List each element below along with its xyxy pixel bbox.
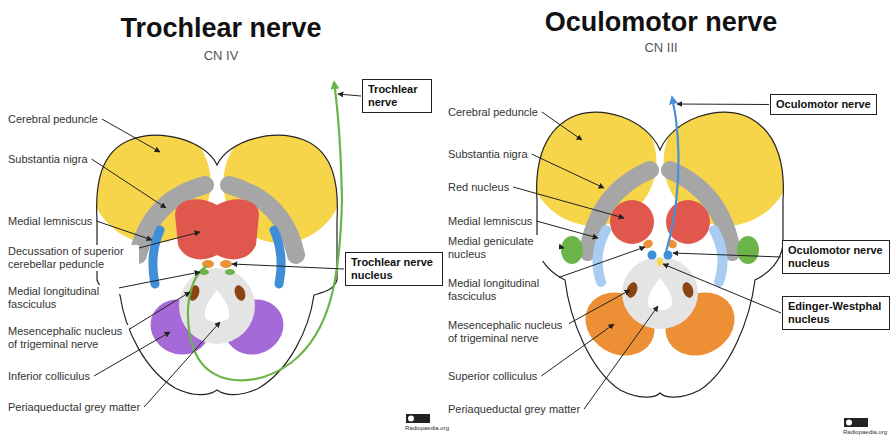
panel-title: Oculomotor nerve <box>530 6 792 38</box>
callout-box: Edinger-Westphal nucleus <box>782 296 890 330</box>
leader-line <box>92 159 167 208</box>
callout-box: Oculomotor nerve nucleus <box>782 240 890 274</box>
trochlear-nerve-course <box>188 82 342 380</box>
leader-line <box>532 154 605 188</box>
panel-subtitle: CN III <box>610 40 712 56</box>
trochlear-nucleus <box>220 260 232 268</box>
medial-lemniscus <box>274 230 281 284</box>
structure-label: Medial lemniscus <box>7 215 93 228</box>
structure-label: Medial longitudinal fasciculus <box>447 277 559 303</box>
medial-geniculate-nucleus <box>561 236 583 264</box>
medial-lemniscus <box>714 230 723 282</box>
structure-label: Cerebral peduncle <box>7 113 99 126</box>
licence-badge <box>408 416 414 422</box>
structure-label: Decussation of superior cerebellar pedun… <box>7 245 139 271</box>
superior-cerebellar-decussation <box>175 199 259 259</box>
licence-badge <box>406 414 430 423</box>
callout-text: Oculomotor nerve nucleus <box>788 244 884 270</box>
callout-text: Trochlear nerve <box>368 83 426 109</box>
periaqueductal-grey <box>622 257 698 329</box>
structure-label: Cerebral peduncle <box>447 106 539 119</box>
callout-text: Oculomotor nerve <box>776 98 871 111</box>
structure-label: Mesencephalic nucleus of trigeminal nerv… <box>447 319 569 345</box>
structure-label: Red nucleus <box>447 181 510 194</box>
midbrain-outline <box>537 112 784 397</box>
leader-line <box>232 264 344 269</box>
medial-lemniscus <box>597 230 606 282</box>
callout-box: Oculomotor nerve <box>770 94 877 115</box>
cerebral-aqueduct <box>648 278 672 310</box>
panel-subtitle: CN IV <box>170 48 272 64</box>
leader-line <box>673 253 781 257</box>
callout-box: Trochlear nerve <box>362 79 432 113</box>
medial-longitudinal-fasciculus <box>642 238 655 250</box>
structure-label: Periaqueductal grey matter <box>7 401 141 414</box>
mesencephalic-nucleus <box>233 284 248 302</box>
medial-lemniscus <box>153 230 160 284</box>
leader-line <box>102 119 160 152</box>
structure-label: Medial geniculate nucleus <box>447 235 559 261</box>
structure-label: Inferior colliculus <box>7 370 91 383</box>
leader-line <box>566 290 630 325</box>
mesencephalic-nucleus <box>681 281 696 299</box>
red-nucleus <box>610 200 654 244</box>
oculomotor-nucleus <box>648 251 657 260</box>
licence-badge <box>844 418 868 427</box>
oculomotor-nucleus <box>664 251 673 260</box>
leader-line <box>338 94 361 96</box>
watermark: Radiopaedia.org <box>842 429 888 436</box>
leader-line <box>584 306 658 409</box>
structure-label: Medial lemniscus <box>447 215 533 228</box>
structure-label: Substantia nigra <box>7 153 89 166</box>
structure-label: Periaqueductal grey matter <box>447 403 581 416</box>
medial-geniculate-nucleus <box>737 236 759 264</box>
edinger-westphal-nucleus <box>657 258 663 266</box>
leader-line <box>677 104 769 106</box>
mesencephalic-nucleus <box>625 281 640 299</box>
callout-text: Trochlear nerve nucleus <box>351 256 437 282</box>
structure-label: Substantia nigra <box>447 148 529 161</box>
licence-badge <box>846 420 852 426</box>
structure-label: Medial longitudinal fasciculus <box>7 285 119 311</box>
leader-line <box>144 322 220 407</box>
oculomotor-nerve-course <box>666 97 679 252</box>
structure-label: Superior colliculus <box>447 370 538 383</box>
leader-line <box>542 112 582 140</box>
panel-title: Trochlear nerve <box>100 12 342 44</box>
callout-box: Trochlear nerve nucleus <box>345 252 443 286</box>
cerebral-aqueduct <box>205 290 229 322</box>
medial-longitudinal-fasciculus <box>225 269 235 275</box>
leader-line <box>126 292 190 331</box>
callout-text: Edinger-Westphal nucleus <box>788 300 884 326</box>
structure-label: Mesencephalic nucleus of trigeminal nerv… <box>7 325 129 351</box>
leader-line <box>96 221 152 240</box>
leader-line <box>513 187 624 218</box>
leader-line <box>663 264 781 313</box>
watermark: Radiopaedia.org <box>404 425 450 432</box>
